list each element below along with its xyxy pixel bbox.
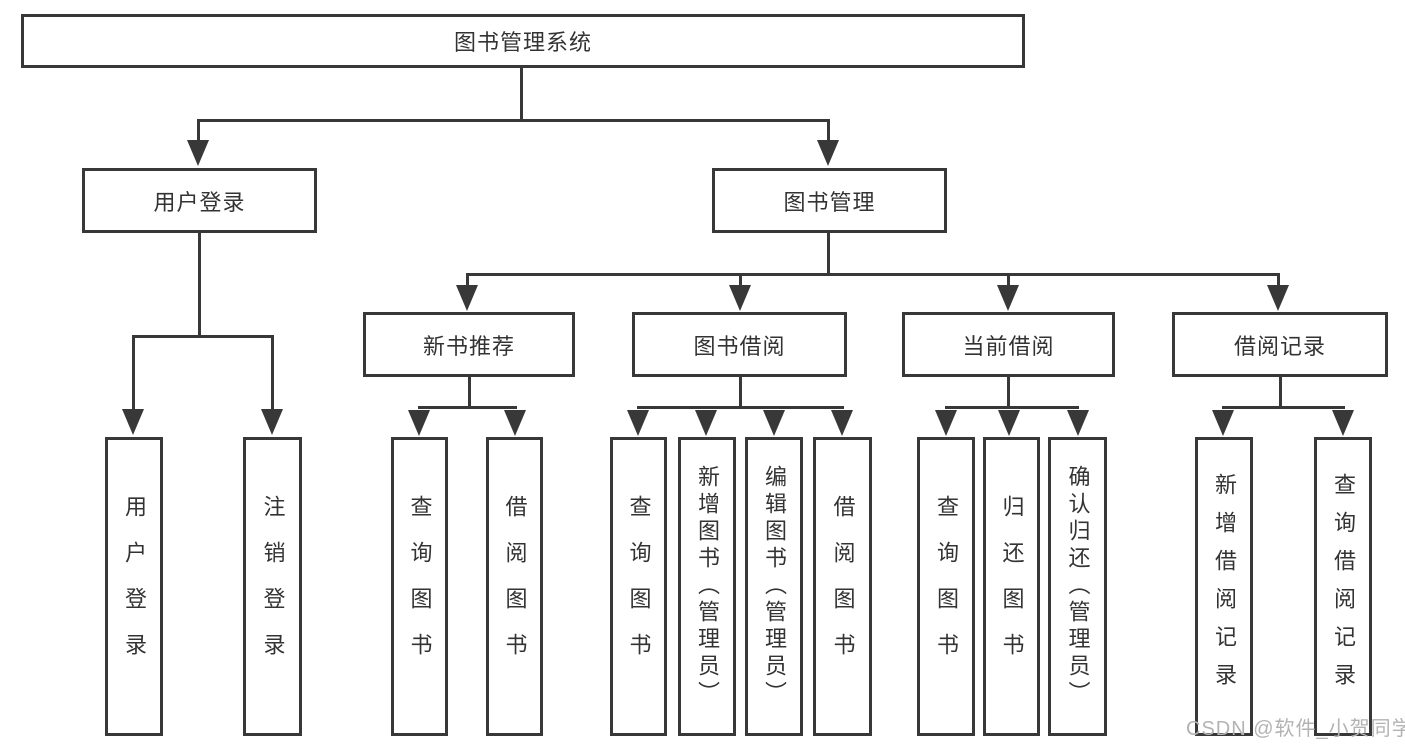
connector-line: [132, 335, 274, 338]
node-new-book-recommendation: 新书推荐: [363, 312, 575, 377]
leaf-query-books: 查询图书: [610, 437, 667, 736]
arrowhead-down-icon: [1212, 410, 1234, 436]
connector-line: [945, 406, 1079, 409]
leaf-label: 查询图书: [626, 494, 652, 679]
arrowhead-down-icon: [627, 410, 649, 436]
arrowhead-down-icon: [504, 410, 526, 436]
arrowhead-down-icon: [456, 285, 478, 311]
connector-line: [418, 406, 517, 409]
csdn-watermark: CSDN @软件_小贺同学: [1186, 718, 1405, 740]
leaf-label: 用户登录: [122, 494, 147, 679]
leaf-logout: 注销登录: [243, 437, 302, 736]
leaf-label: 归还图书: [999, 494, 1025, 679]
leaf-label: 注销登录: [260, 494, 286, 679]
leaf-add-borrowing-record: 新增借阅记录: [1195, 437, 1253, 736]
arrowhead-down-icon: [729, 285, 751, 311]
leaf-label: 借阅图书: [830, 494, 856, 679]
connector-line: [132, 335, 135, 411]
leaf-add-books-admin: 新增图书（管理员）: [678, 437, 736, 736]
connector-line: [1277, 273, 1280, 287]
connector-line: [520, 68, 523, 121]
arrowhead-down-icon: [831, 410, 853, 436]
arrowhead-down-icon: [122, 409, 144, 435]
leaf-query-books: 查询图书: [917, 437, 975, 736]
connector-line: [1222, 406, 1345, 409]
arrowhead-down-icon: [261, 409, 283, 435]
leaf-query-borrowing-record: 查询借阅记录: [1314, 437, 1372, 736]
connector-line: [827, 119, 830, 145]
connector-line: [637, 406, 844, 409]
connector-line: [1007, 273, 1010, 287]
node-book-management: 图书管理: [712, 168, 947, 233]
leaf-label: 确认归还（管理员）: [1065, 465, 1091, 708]
node-book-management-system: 图书管理系统: [21, 14, 1025, 68]
leaf-edit-books-admin: 编辑图书（管理员）: [745, 437, 803, 736]
leaf-confirm-return-admin: 确认归还（管理员）: [1048, 437, 1107, 736]
leaf-borrow-books: 借阅图书: [486, 437, 543, 736]
node-borrowing-records: 借阅记录: [1172, 312, 1388, 377]
connector-line: [198, 231, 201, 337]
node-user-login: 用户登录: [82, 168, 317, 233]
arrowhead-down-icon: [998, 410, 1020, 436]
leaf-label: 查询借阅记录: [1331, 472, 1356, 701]
arrowhead-down-icon: [695, 410, 717, 436]
leaf-label: 查询图书: [934, 494, 959, 679]
arrowhead-down-icon: [1332, 410, 1354, 436]
arrowhead-down-icon: [817, 140, 839, 166]
leaf-label: 查询图书: [407, 494, 433, 679]
arrowhead-down-icon: [408, 410, 430, 436]
connector-line: [197, 119, 200, 145]
connector-line: [197, 119, 829, 122]
leaf-label: 新增图书（管理员）: [695, 465, 720, 708]
arrowhead-down-icon: [997, 285, 1019, 311]
node-current-borrowing: 当前借阅: [902, 312, 1115, 377]
leaf-user-login: 用户登录: [105, 437, 163, 736]
leaf-label: 借阅图书: [502, 494, 528, 679]
arrowhead-down-icon: [187, 140, 209, 166]
connector-line: [739, 273, 742, 287]
arrowhead-down-icon: [935, 410, 957, 436]
connector-line: [271, 335, 274, 411]
connector-line: [468, 377, 471, 408]
connector-line: [827, 233, 830, 275]
connector-line: [739, 377, 742, 408]
arrowhead-down-icon: [763, 410, 785, 436]
leaf-return-books: 归还图书: [983, 437, 1040, 736]
node-book-borrowing: 图书借阅: [632, 312, 847, 377]
connector-line: [1007, 377, 1010, 408]
connector-line: [466, 273, 1279, 276]
leaf-label: 新增借阅记录: [1212, 472, 1237, 701]
leaf-borrow-books: 借阅图书: [813, 437, 872, 736]
leaf-query-books: 查询图书: [391, 437, 448, 736]
connector-line: [1279, 377, 1282, 408]
leaf-label: 编辑图书（管理员）: [762, 465, 787, 708]
connector-line: [466, 273, 469, 287]
arrowhead-down-icon: [1067, 410, 1089, 436]
arrowhead-down-icon: [1267, 285, 1289, 311]
